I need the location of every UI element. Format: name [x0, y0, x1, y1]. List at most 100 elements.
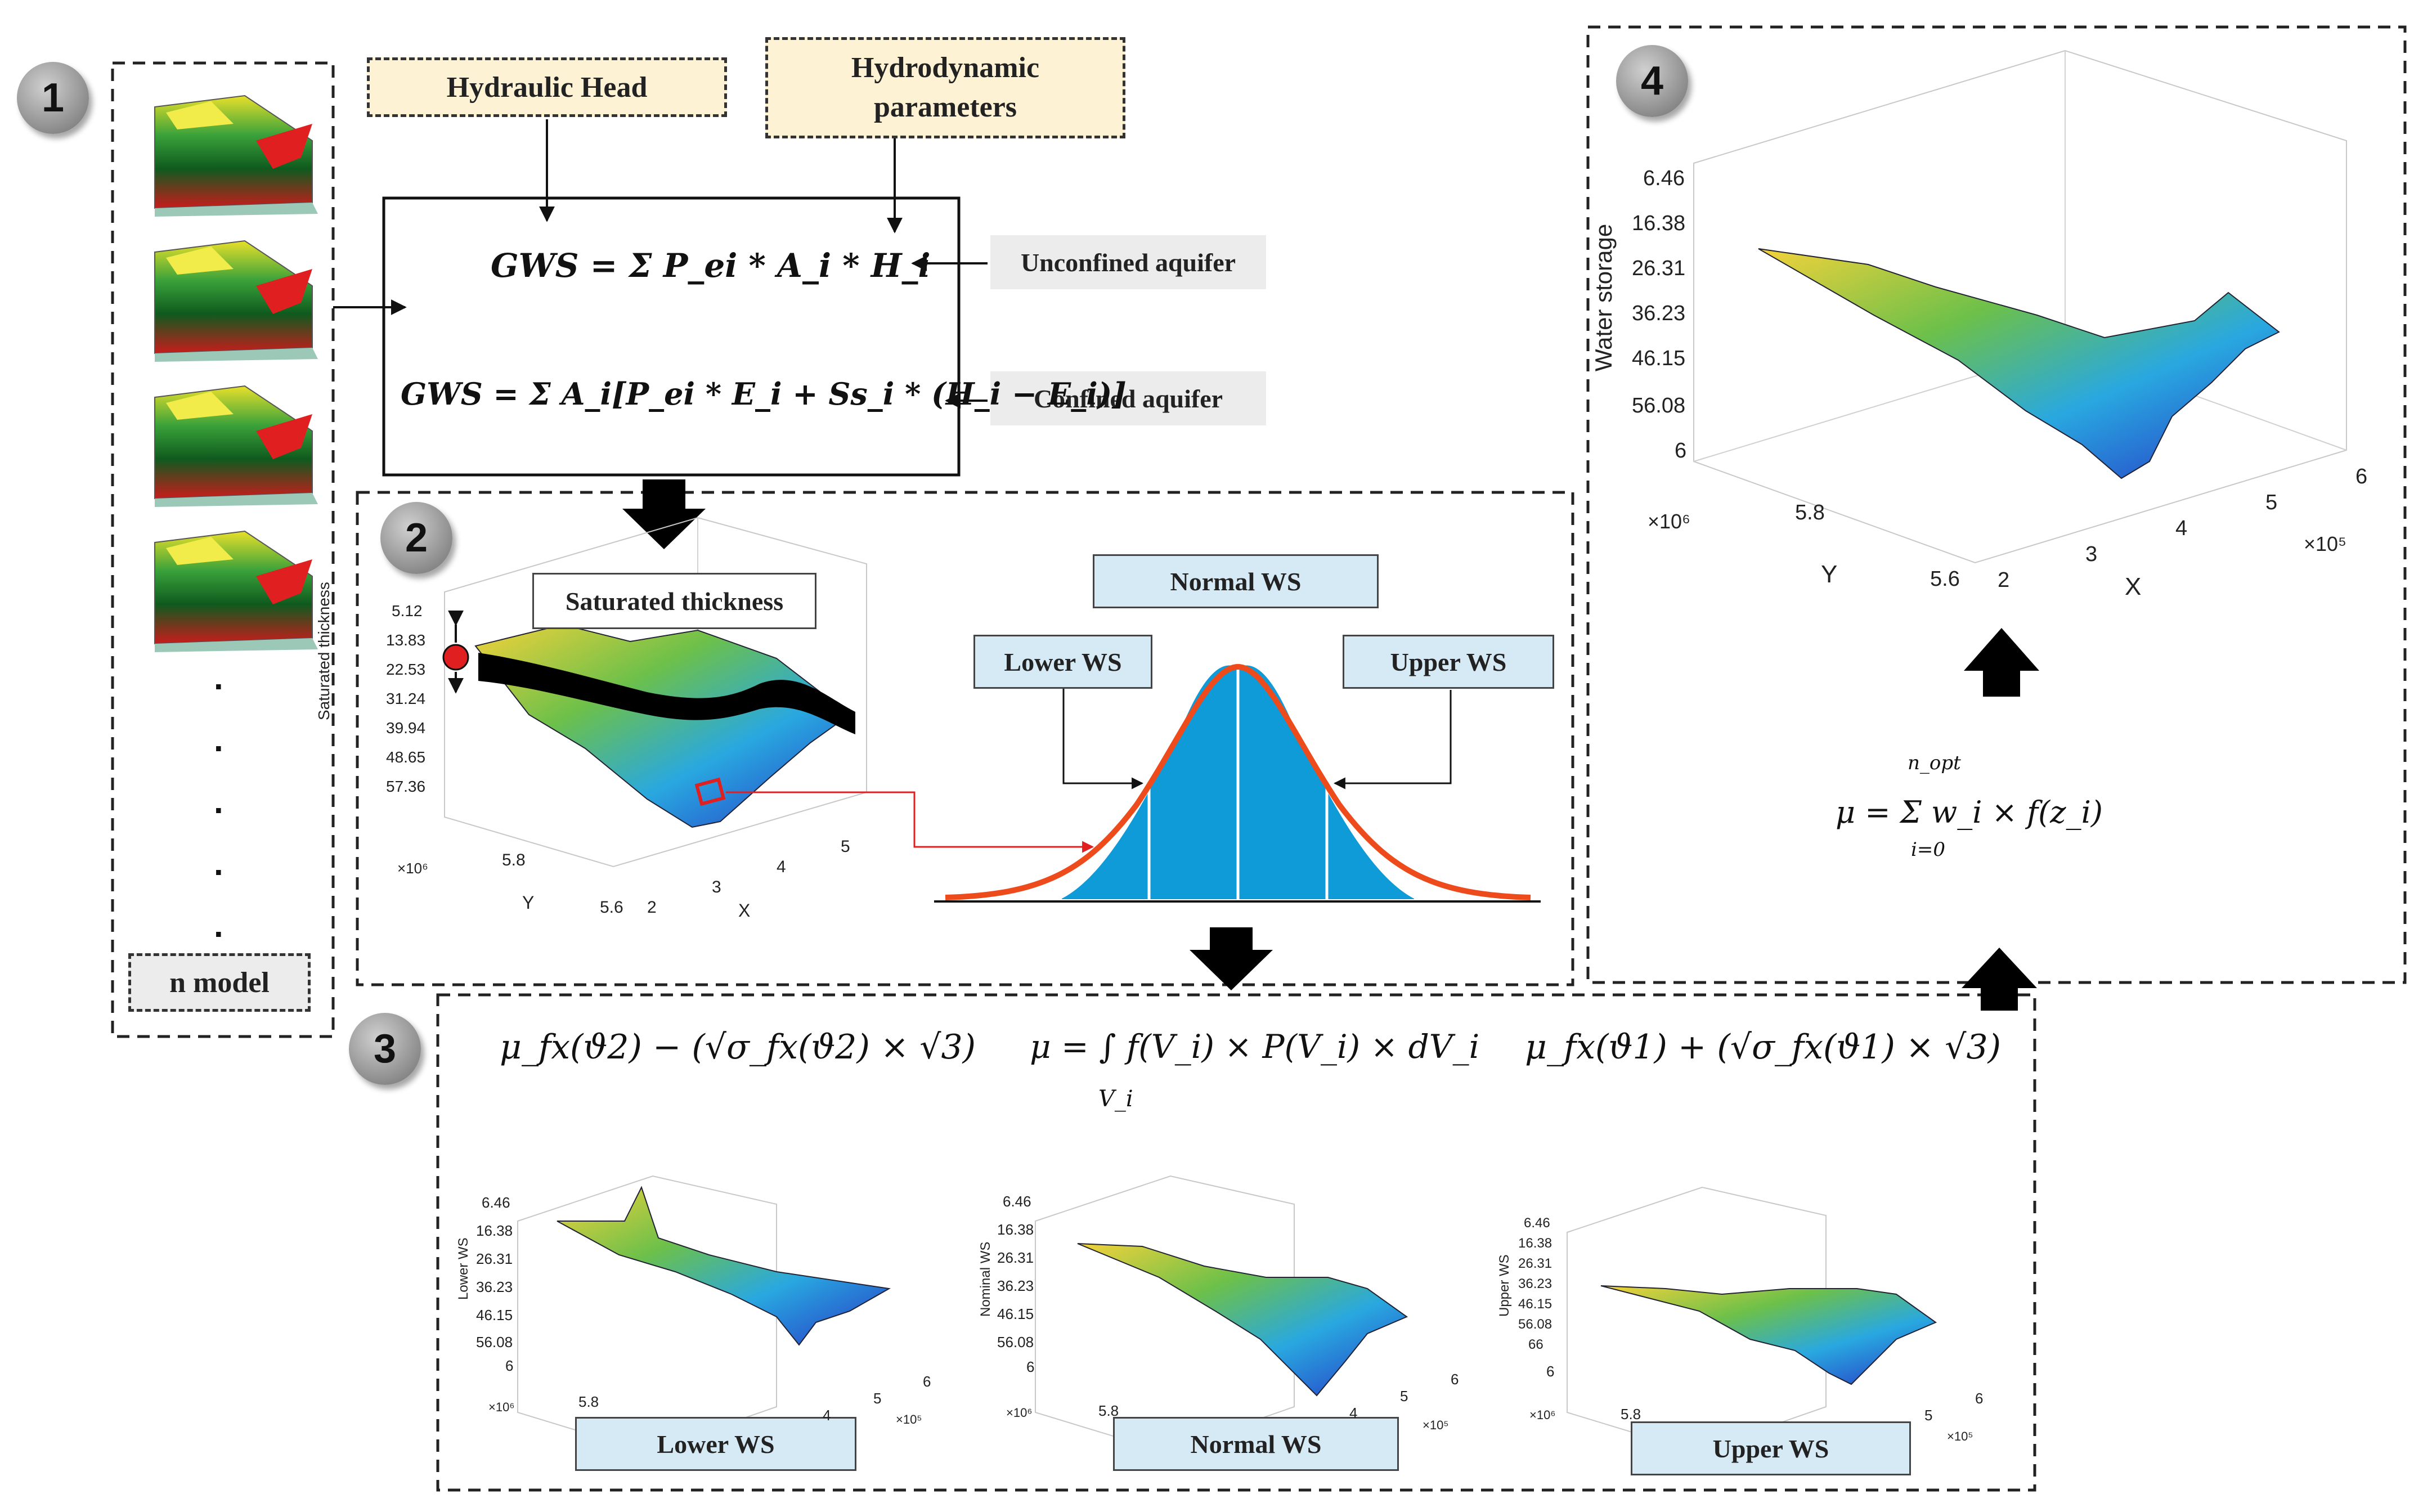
z-tick: 5.12: [392, 602, 423, 620]
y-exp: ×10⁶: [488, 1400, 515, 1414]
saturated-thickness-label: Saturated thickness: [532, 573, 816, 629]
z-tick: 16.38: [476, 1222, 513, 1239]
confined-aquifer-label: Confined aquifer: [990, 371, 1266, 425]
section2-frame: [356, 491, 1574, 986]
x-tick: 3: [712, 878, 721, 896]
y-tick: 6: [505, 1357, 514, 1374]
y-tick: 5.8: [578, 1393, 599, 1410]
hydraulic-head-text: Hydraulic Head: [446, 71, 648, 104]
z-tick: 31.24: [386, 690, 426, 707]
water-storage-plot: [1693, 50, 2347, 564]
ellipsis-dot: .: [214, 845, 223, 882]
section-badge-3: 3: [349, 1013, 421, 1085]
x-tick: 4: [777, 858, 786, 876]
expectation-formula: μ = ∫ f(V_i) × P(V_i) × dV_i: [1030, 1028, 1480, 1066]
hydrodynamic-parameters-label: Hydrodynamic parameters: [765, 37, 1125, 138]
expectation-subscript: V_i: [1098, 1086, 1133, 1112]
y-exp: ×10⁶: [1006, 1406, 1033, 1420]
z-tick: 6.46: [1003, 1193, 1031, 1210]
ellipsis-dot: .: [214, 659, 223, 697]
z-tick: 16.38: [1518, 1236, 1552, 1251]
x-exp: ×10⁵: [896, 1412, 922, 1426]
ellipsis-dot: .: [214, 721, 223, 759]
z-tick: 36.23: [1518, 1276, 1552, 1291]
z-tick: 26.31: [1632, 257, 1686, 280]
hydrodynamic-line2: parameters: [873, 91, 1017, 123]
x-exp: ×10⁵: [1423, 1418, 1449, 1432]
x-tick: 5: [1400, 1388, 1408, 1405]
model-thumbnails: [154, 95, 318, 652]
x-tick: 2: [647, 898, 657, 917]
z-tick: 48.65: [386, 748, 426, 766]
model-thumbnail: [154, 95, 318, 217]
x-tick: 4: [2175, 517, 2188, 540]
saturated-band: [478, 653, 855, 734]
block-arrow-to-section2: [622, 479, 706, 549]
hydrodynamic-line1: Hydrodynamic: [851, 51, 1040, 84]
y-tick: 5.8: [1795, 501, 1825, 524]
unconfined-aquifer-label: Unconfined aquifer: [990, 235, 1266, 289]
section4-frame: [1586, 25, 2407, 984]
y-tick: 5.6: [600, 898, 623, 917]
z-axis-title: Upper WS: [1497, 1254, 1512, 1317]
x-tick: 4: [1349, 1405, 1358, 1421]
x-tick: 5: [2265, 491, 2278, 514]
y-axis-title: Y: [1821, 560, 1838, 588]
normal-ws-label: Normal WS: [1093, 554, 1379, 608]
z-tick: 36.23: [476, 1278, 513, 1295]
z-axis-title: Lower WS: [456, 1237, 471, 1300]
y-exp: ×10⁶: [397, 860, 428, 877]
weighted-sum-upper: n_opt: [1908, 752, 1961, 774]
weighted-sum-lower: i=0: [1911, 838, 1945, 861]
gws-unconfined-formula: GWS = Σ P_ei * A_i * H_i: [491, 246, 931, 285]
y-tick: 6: [1675, 439, 1687, 463]
x-tick: 5: [1924, 1407, 1933, 1424]
x-tick: 6: [1451, 1371, 1459, 1388]
lower-bound-formula: μ_fx(ϑ2) − (√σ_fx(ϑ2) × √3): [500, 1028, 976, 1067]
n-model-label: n model: [128, 953, 311, 1012]
lower-ws-plot: [517, 1175, 891, 1453]
x-tick: 4: [823, 1407, 831, 1424]
z-tick: 16.38: [997, 1221, 1034, 1238]
upper-ws-caption: Upper WS: [1631, 1421, 1911, 1475]
y-exp: ×10⁶: [1648, 510, 1690, 533]
z-axis-title: Saturated thickness: [315, 582, 333, 720]
x-tick: 3: [2085, 542, 2098, 566]
x-tick: 5: [873, 1390, 882, 1407]
section1-frame: [111, 61, 335, 1038]
z-tick: 22.53: [386, 661, 426, 678]
y-tick: 5.8: [1098, 1402, 1119, 1419]
z-tick: 46.15: [476, 1307, 513, 1323]
section3-frame: [436, 993, 2036, 1492]
weighted-mean-formula: μ = Σ w_i × f(z_i): [1836, 795, 2103, 830]
normal-ws-caption: Normal WS: [1113, 1417, 1399, 1471]
sample-cell-marker: [694, 777, 726, 806]
lower-ws-label: Lower WS: [973, 635, 1152, 689]
gws-formula-box: [382, 196, 961, 477]
x-axis-title: X: [738, 900, 751, 921]
z-tick: 46.15: [1632, 347, 1686, 370]
x-exp: ×10⁵: [1947, 1429, 1973, 1443]
z-tick: 56.08: [1632, 394, 1686, 418]
red-marker-dot: [442, 644, 469, 671]
z-tick: 6.46: [482, 1194, 510, 1211]
z-tick: 66: [1528, 1337, 1543, 1352]
y-tick: 5.6: [1930, 567, 1960, 591]
z-tick: 6.46: [1643, 167, 1685, 190]
hydraulic-head-label: Hydraulic Head: [367, 57, 727, 117]
z-tick: 36.23: [997, 1277, 1034, 1294]
y-axis-title: Y: [522, 892, 535, 913]
sample-to-distribution-arrow: [726, 791, 1094, 853]
model-thumbnail: [154, 385, 318, 507]
z-tick: 16.38: [1632, 212, 1686, 235]
surface: [1758, 248, 2280, 479]
section-badge-4: 4: [1616, 45, 1688, 117]
z-tick: 26.31: [1518, 1256, 1552, 1271]
x-exp: ×10⁵: [2304, 532, 2346, 555]
ellipsis-dot: .: [214, 783, 223, 820]
y-exp: ×10⁶: [1529, 1408, 1556, 1422]
lower-ws-caption: Lower WS: [575, 1417, 856, 1471]
section-badge-2: 2: [380, 502, 452, 574]
z-tick: 26.31: [476, 1250, 513, 1267]
